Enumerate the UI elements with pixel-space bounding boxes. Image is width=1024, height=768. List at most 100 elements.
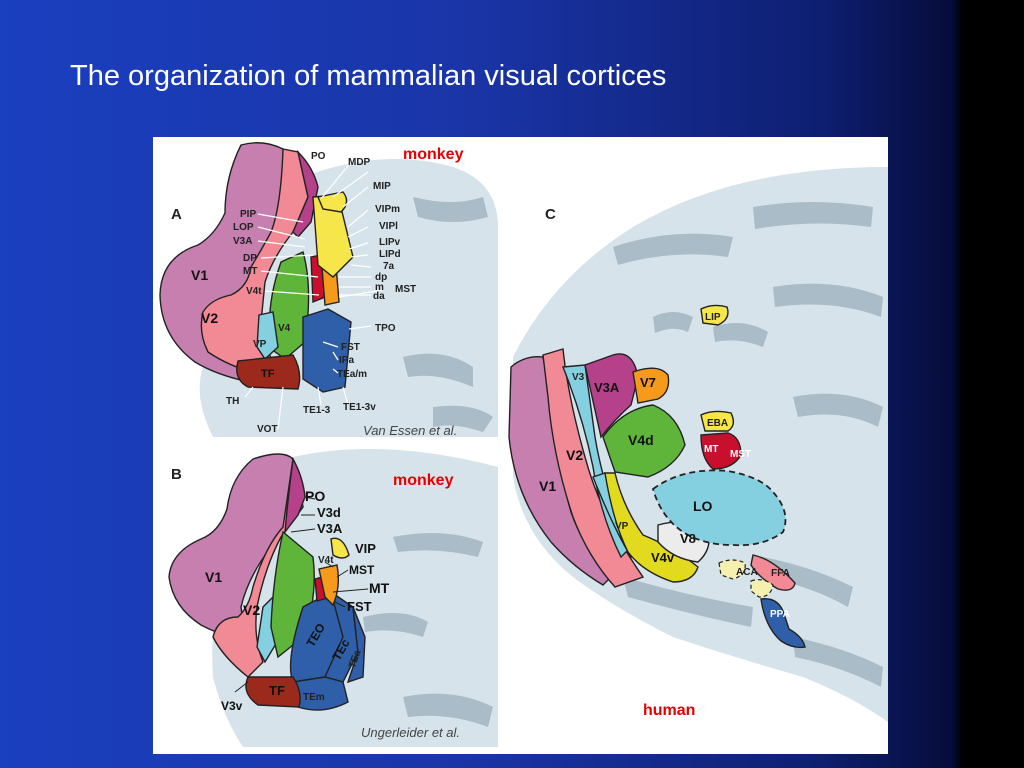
- label-a-v1: V1: [191, 267, 208, 283]
- area-tf: [236, 354, 301, 390]
- label-a-mdp: MDP: [348, 157, 371, 168]
- label-a-ipa: IPa: [339, 355, 354, 366]
- label-c-v4d: V4d: [628, 432, 654, 448]
- area-b-v3a: [284, 456, 306, 535]
- label-b-v3d: V3d: [317, 505, 341, 520]
- label-c-eba: EBA: [707, 418, 728, 429]
- panel-b-letter: B: [171, 466, 182, 483]
- label-a-mip: MIP: [373, 181, 391, 192]
- label-c-lip: LIP: [705, 312, 721, 323]
- label-a-te1-3: TE1-3: [303, 405, 331, 416]
- area-po: [317, 191, 348, 213]
- label-a-fst: FST: [341, 342, 360, 353]
- area-c-v4d: [602, 404, 686, 478]
- slide-title: The organization of mammalian visual cor…: [70, 60, 667, 92]
- label-c-v2: V2: [566, 447, 583, 463]
- label-b-mt: MT: [369, 580, 390, 596]
- label-a-vipl: VIPl: [379, 221, 398, 232]
- label-a-vot: VOT: [257, 424, 278, 435]
- label-b-v1: V1: [205, 569, 222, 585]
- label-b-v3v: V3v: [221, 699, 243, 713]
- label-a-v4: V4: [278, 323, 291, 334]
- label-a-dp: DP: [243, 253, 257, 264]
- area-c-v3a: [584, 353, 639, 439]
- label-a-vp: VP: [253, 339, 267, 350]
- area-b-tf: [245, 676, 301, 708]
- area-b-tea: [346, 606, 366, 684]
- label-a-pip: PIP: [240, 209, 256, 220]
- area-b-tem: [292, 676, 349, 711]
- label-a-th: TH: [226, 396, 239, 407]
- area-c-mt: [700, 432, 742, 470]
- label-a-da: da: [373, 291, 385, 302]
- label-c-v3a: V3A: [594, 380, 620, 395]
- area-c-ppa: [760, 598, 806, 649]
- cortex-figure-svg: A monkey Van Essen et al. V1 V2 PIP LOP …: [159, 142, 888, 747]
- label-c-v8: V8: [680, 531, 696, 546]
- area-c-eba: [700, 410, 735, 432]
- panel-a-letter: A: [171, 206, 182, 223]
- label-b-v4t: V4t: [318, 555, 334, 566]
- label-b-fst: FST: [347, 599, 372, 614]
- label-a-m: m: [375, 282, 384, 293]
- panel-b-sulci: [363, 533, 493, 727]
- label-a-tf: TF: [261, 368, 275, 380]
- panel-c: C human V1 V2 V3 V3A V7 V4d VP V4v V8 LO…: [508, 167, 888, 722]
- label-a-lipv: LIPv: [379, 237, 401, 248]
- panel-c-sulci: [613, 202, 883, 687]
- label-c-lo: LO: [693, 498, 713, 514]
- label-c-vp: VP: [615, 521, 629, 532]
- label-a-v2: V2: [201, 310, 218, 326]
- area-c-v2: [542, 348, 645, 588]
- label-b-v2: V2: [243, 602, 260, 618]
- area-pip-strip: [292, 149, 319, 239]
- area-c-v7: [632, 367, 670, 404]
- label-c-ffa: FFA: [771, 568, 790, 579]
- panel-a-species: monkey: [403, 146, 464, 163]
- panel-c-species: human: [643, 702, 695, 719]
- area-b-mst: [318, 564, 340, 607]
- label-a-mt: MT: [243, 266, 257, 277]
- label-c-mt: MT: [704, 444, 718, 455]
- area-c-aca2: [750, 579, 774, 598]
- label-a-tpo: TPO: [375, 323, 396, 334]
- panel-c-letter: C: [545, 206, 556, 223]
- area-b-v2: [212, 458, 304, 678]
- panel-b-species: monkey: [393, 472, 454, 489]
- label-a-te1-3v: TE1-3v: [343, 402, 376, 413]
- area-b-vip: [330, 537, 350, 559]
- label-a-v3a: V3A: [233, 236, 252, 247]
- panel-a-sulci: [403, 197, 493, 432]
- area-c-lo: [651, 469, 787, 547]
- label-a-v4t: V4t: [246, 286, 262, 297]
- label-c-ppa: PPA: [770, 609, 790, 620]
- label-a-7a: 7a: [383, 261, 395, 272]
- panel-b-credit: Ungerleider et al.: [361, 725, 460, 740]
- area-c-ffa: [750, 554, 796, 591]
- panel-a-leader-lines: [244, 161, 384, 430]
- label-b-tf: TF: [269, 683, 285, 698]
- area-c-aca: [718, 559, 746, 580]
- cortex-figure: A monkey Van Essen et al. V1 V2 PIP LOP …: [153, 137, 888, 754]
- label-b-po: PO: [305, 488, 325, 504]
- label-b-mst: MST: [349, 563, 375, 577]
- label-c-mst: MST: [730, 449, 751, 460]
- label-c-aca: ACA: [736, 567, 758, 578]
- label-c-v3: V3: [572, 372, 585, 383]
- label-a-team: TEa/m: [337, 369, 367, 380]
- area-te: [302, 308, 352, 393]
- label-a-po: PO: [311, 151, 326, 162]
- label-a-dp2: dp: [375, 272, 387, 283]
- panel-a-credit: Van Essen et al.: [363, 423, 457, 438]
- label-c-v1: V1: [539, 478, 556, 494]
- label-c-v4v: V4v: [651, 550, 675, 565]
- label-a-mst: MST: [395, 284, 416, 295]
- label-b-tem: TEm: [303, 692, 325, 703]
- area-vp: [256, 311, 279, 361]
- panel-b-leader-lines: [234, 496, 369, 693]
- area-v4: [268, 251, 310, 360]
- area-c-lip: [700, 304, 729, 326]
- label-b-vip: VIP: [355, 541, 376, 556]
- label-c-v7: V7: [640, 375, 656, 390]
- label-a-lipd: LIPd: [379, 249, 401, 260]
